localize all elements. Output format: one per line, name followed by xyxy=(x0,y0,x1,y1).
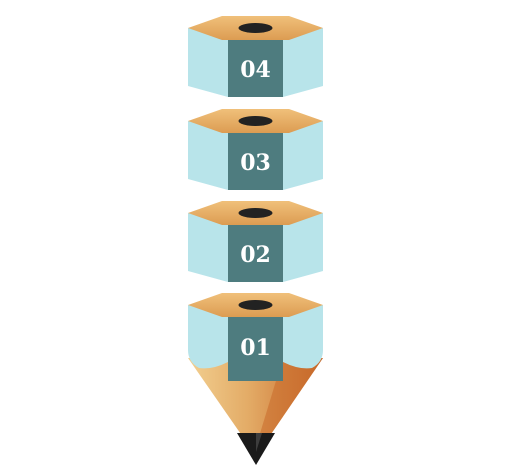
pencil-wood-shade xyxy=(258,358,323,440)
segment-02-label: 02 xyxy=(240,242,271,268)
segment-01-right-face xyxy=(283,305,323,369)
segment-04-right-face xyxy=(283,28,323,97)
segment-01-center-face xyxy=(228,305,283,381)
segment-03-label: 03 xyxy=(240,150,271,176)
pencil-segment-04: 04 xyxy=(188,16,323,97)
segment-01-left-face xyxy=(188,305,228,369)
segment-02-right-face xyxy=(283,213,323,282)
segment-01-hole xyxy=(238,300,273,310)
pencil-segment-03: 03 xyxy=(188,109,323,190)
segment-04-label: 04 xyxy=(240,57,271,83)
segment-04-left-face xyxy=(188,28,228,97)
pencil-lead-highlight xyxy=(256,433,262,452)
segment-03-left-face xyxy=(188,121,228,190)
segment-03-hole xyxy=(238,116,273,126)
pencil-segment-02: 02 xyxy=(188,201,323,282)
segment-03-right-face xyxy=(283,121,323,190)
segment-04-hole xyxy=(238,23,273,33)
pencil-segment-01: 01 xyxy=(188,293,323,465)
segment-01-label: 01 xyxy=(240,335,271,361)
segment-02-hole xyxy=(238,208,273,218)
segment-02-left-face xyxy=(188,213,228,282)
